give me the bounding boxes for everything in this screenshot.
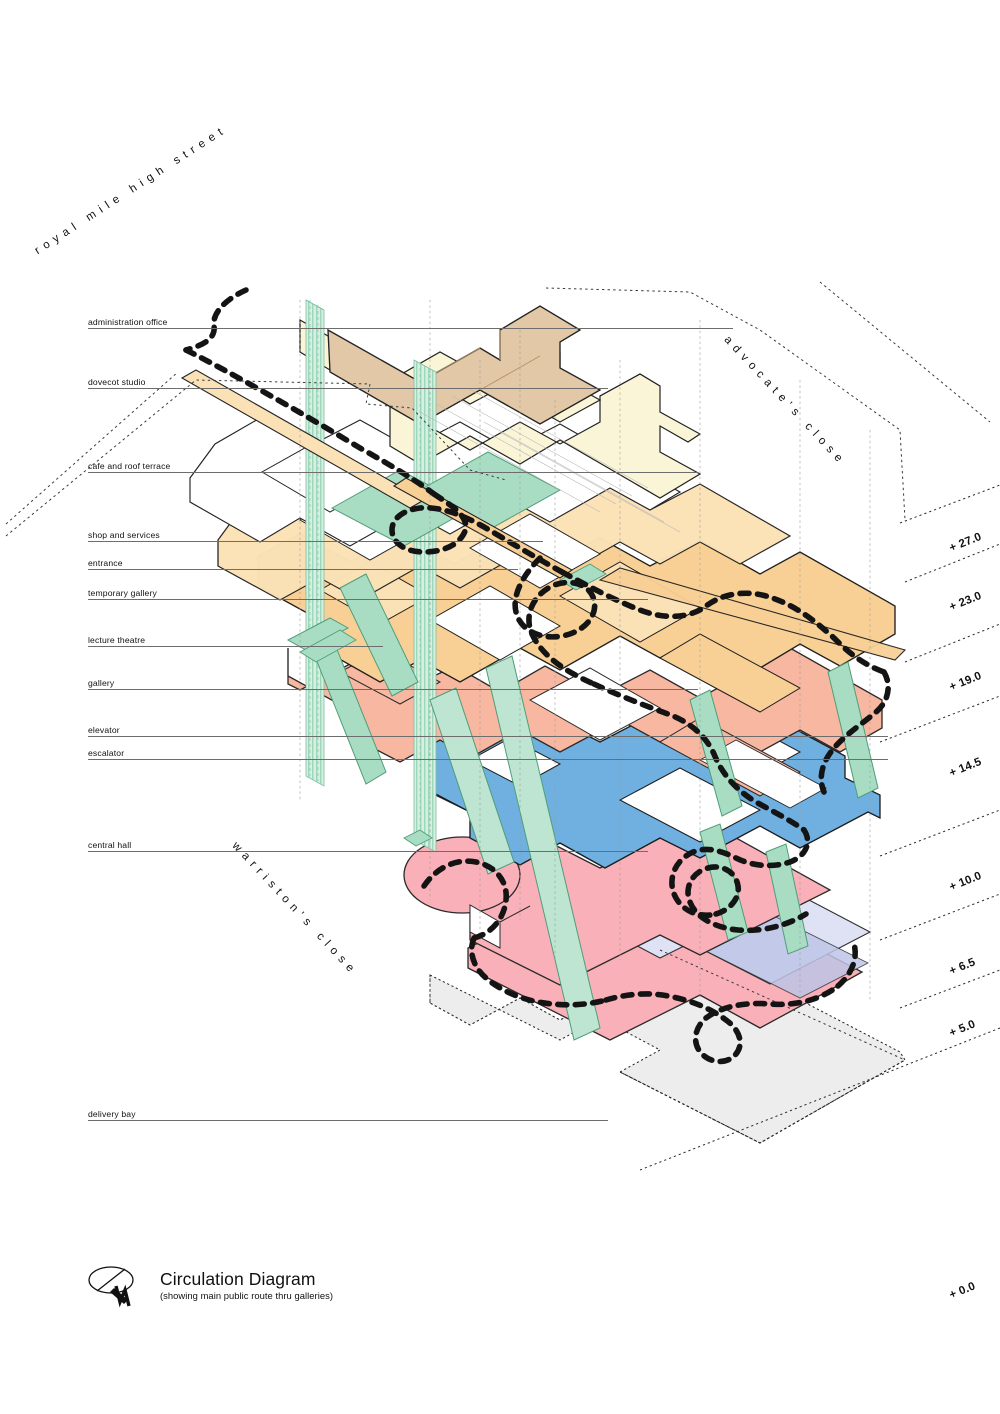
leader-line bbox=[88, 599, 648, 600]
label-text: lecture theatre bbox=[88, 635, 146, 645]
site-boundary bbox=[5, 281, 991, 1061]
leader-line bbox=[88, 736, 888, 737]
label-text: shop and services bbox=[88, 530, 160, 540]
north-arrow-icon bbox=[88, 1266, 134, 1308]
label-text: entrance bbox=[88, 558, 123, 568]
leader-line bbox=[88, 328, 733, 329]
title-text-group: Circulation Diagram (showing main public… bbox=[160, 1269, 334, 1302]
label-text: escalator bbox=[88, 748, 125, 758]
label-text: temporary gallery bbox=[88, 588, 157, 598]
label-text: central hall bbox=[88, 840, 132, 850]
leader-line bbox=[88, 851, 648, 852]
elevation-tick-lines bbox=[639, 484, 1000, 1171]
leader-line bbox=[88, 472, 698, 473]
level-plate-dovecot-studio bbox=[389, 373, 702, 499]
leader-line bbox=[88, 388, 608, 389]
label-text: elevator bbox=[88, 725, 120, 735]
label-text: delivery bay bbox=[88, 1109, 136, 1119]
escalator-runs bbox=[286, 451, 879, 1041]
projection-lines bbox=[299, 300, 871, 1000]
label-text: gallery bbox=[88, 678, 115, 688]
diagram-title: Circulation Diagram bbox=[160, 1269, 316, 1289]
public-circulation-route bbox=[183, 287, 891, 1065]
leader-line bbox=[88, 1120, 608, 1121]
diagram-subtitle: (showing main public route thru gallerie… bbox=[160, 1290, 334, 1302]
leader-line bbox=[88, 541, 543, 542]
leader-line bbox=[88, 646, 383, 647]
label-text: dovecot studio bbox=[88, 377, 146, 387]
leader-line bbox=[88, 569, 518, 570]
label-text: administration office bbox=[88, 317, 168, 327]
leader-line bbox=[88, 759, 888, 760]
level-plate-administration-office bbox=[299, 305, 602, 425]
label-text: cafe and roof terrace bbox=[88, 461, 171, 471]
leader-line bbox=[88, 689, 698, 690]
